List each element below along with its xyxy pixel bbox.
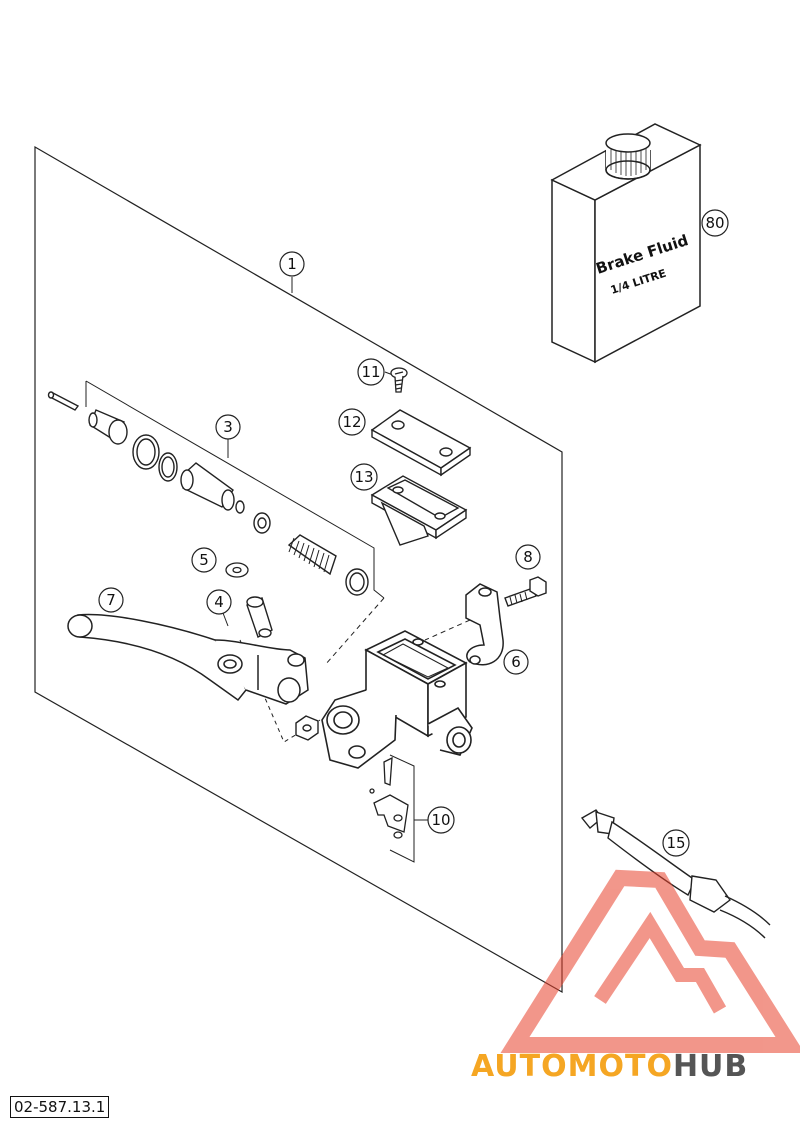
piston-kit-parts [47,391,369,596]
brake-lever-part-7 [67,613,309,705]
callout-7-label: 7 [106,591,116,609]
brake-switch-part-10 [369,756,409,839]
callout-5-label: 5 [199,551,209,569]
brake-hose-part-15 [580,809,771,939]
callout-4: 4 [206,589,232,615]
callout-15-label: 15 [666,834,685,852]
callout-10-label: 10 [431,811,450,829]
reference-number: 02-587.13.1 [10,1096,110,1118]
callout-3: 3 [215,414,241,440]
callout-12-label: 12 [342,413,361,431]
callout-6: 6 [503,649,529,675]
callout-8: 8 [515,544,541,570]
callout-10: 10 [427,806,455,834]
callout-7: 7 [98,587,124,613]
callout-3-label: 3 [223,418,233,436]
pivot-bolt-part-4 [246,596,319,741]
callout-13-label: 13 [354,468,373,486]
watermark-text-part2: HUB [673,1049,748,1084]
callout-80: 80 [701,209,729,237]
callout-13: 13 [350,463,378,491]
reservoir-cover-part-12 [370,409,472,477]
watermark-text: AUTOMOTOHUB [471,1049,748,1084]
callout-11-label: 11 [361,363,380,381]
callout-8-label: 8 [523,548,533,566]
callout-12: 12 [338,408,366,436]
brake-fluid-bottle: Brake Fluid 1/4 LITRE [550,123,702,364]
callout-15: 15 [662,829,690,857]
callout-1-label: 1 [287,255,297,273]
callout-6-label: 6 [511,653,521,671]
watermark-inner-stroke-icon [594,911,727,1014]
watermark-text-part1: AUTOMOTO [471,1049,673,1084]
clamp-part-6 [465,583,504,666]
master-cylinder-body [321,630,473,769]
watermark-triangle-icon [500,869,800,1053]
clamp-bolt-part-8 [504,576,547,607]
diaphragm-part-13 [370,475,468,546]
callout-5: 5 [191,547,217,573]
callout-4-label: 4 [214,593,224,611]
washer-part-5 [225,562,249,578]
callout-80-label: 80 [705,214,724,232]
callout-1: 1 [279,251,305,277]
assembly-frame [34,145,563,994]
callout-11: 11 [357,358,385,386]
screw-part-11 [390,367,408,393]
watermark-logo [500,869,800,1053]
